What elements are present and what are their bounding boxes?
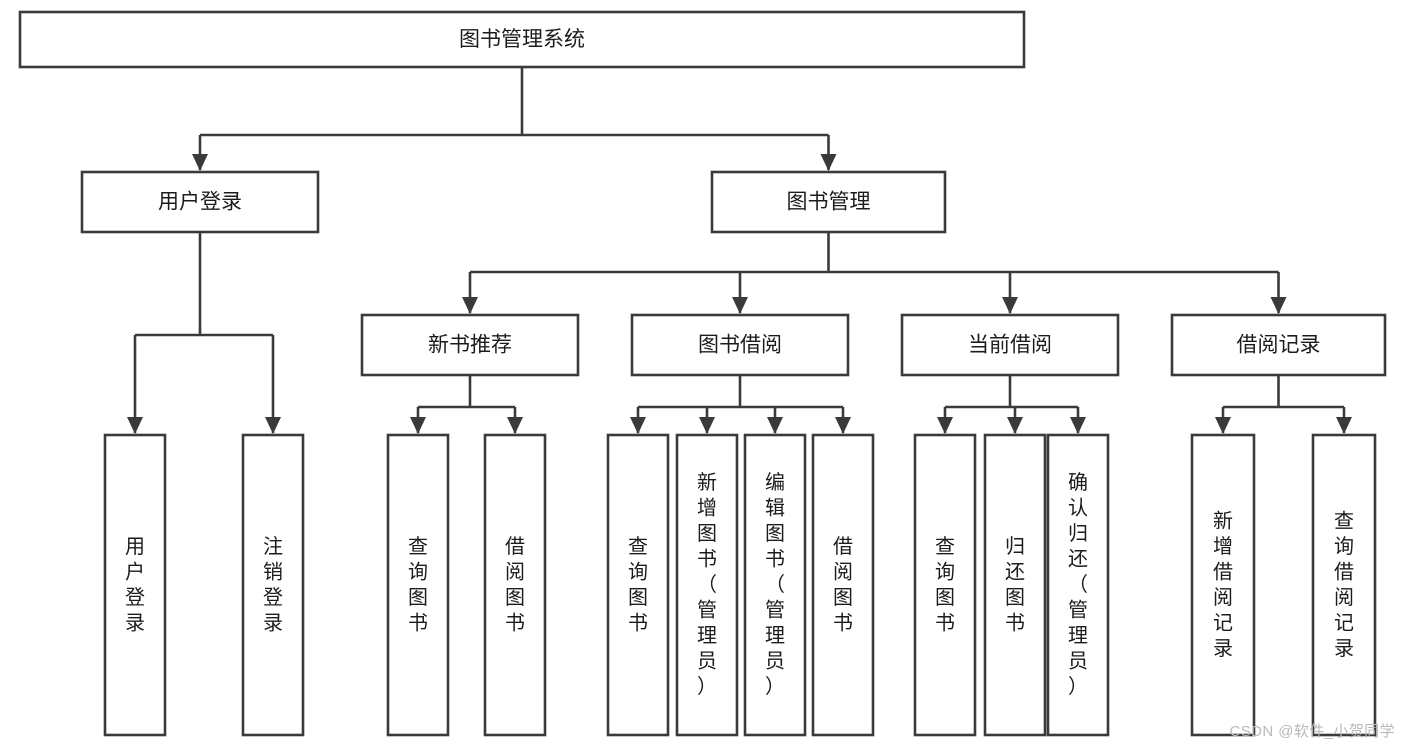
node-label: 编辑图书（管理员） (765, 471, 785, 698)
node-label: 归还图书 (1005, 535, 1025, 635)
node-label: 借阅图书 (833, 535, 853, 635)
node-box-level2-1[interactable] (710, 170, 947, 234)
node-label: 查询借阅记录 (1334, 510, 1354, 661)
node-label: 新书推荐 (428, 334, 512, 357)
node-label: 新增图书（管理员） (697, 471, 717, 698)
node-box-leaf-5[interactable] (675, 433, 739, 737)
arrow-head (1215, 417, 1231, 434)
arrow-head (410, 417, 426, 434)
node-label: 查询图书 (408, 535, 428, 635)
node-box-leaf-7[interactable] (811, 433, 875, 737)
node-box-level3-2[interactable] (900, 313, 1120, 377)
node-label: 图书管理 (787, 191, 871, 214)
node-label: 查询图书 (935, 535, 955, 635)
arrow-head (835, 417, 851, 434)
node-box-leaf-4[interactable] (606, 433, 670, 737)
arrow-head (820, 154, 837, 171)
node-box-leaf-12[interactable] (1311, 433, 1377, 737)
node-box-root[interactable] (18, 10, 1026, 69)
arrow-head (699, 417, 715, 434)
arrow-head (1336, 417, 1352, 434)
arrow-head (127, 417, 143, 434)
node-box-leaf-3[interactable] (483, 433, 547, 737)
node-label: 用户登录 (158, 191, 242, 214)
arrow-head (1007, 417, 1023, 434)
arrow-head (732, 297, 748, 314)
arrow-head (462, 297, 478, 314)
node-label: 用户登录 (125, 536, 145, 635)
node-label: 当前借阅 (968, 334, 1052, 357)
node-box-level2-0[interactable] (80, 170, 320, 234)
node-label: 图书管理系统 (459, 28, 585, 51)
node-label: 查询图书 (628, 535, 648, 635)
node-label: 借阅图书 (505, 535, 525, 635)
arrow-head (937, 417, 953, 434)
node-box-leaf-1[interactable] (241, 433, 305, 737)
node-label: 图书借阅 (698, 334, 782, 357)
node-box-leaf-2[interactable] (386, 433, 450, 737)
arrow-head (1002, 297, 1018, 314)
arrow-head (767, 417, 783, 434)
node-box-level3-1[interactable] (630, 313, 850, 377)
node-box-leaf-10[interactable] (1046, 433, 1110, 737)
arrow-head (630, 417, 646, 434)
node-box-leaf-6[interactable] (743, 433, 807, 737)
arrow-head (1070, 417, 1086, 434)
node-label: 借阅记录 (1237, 334, 1321, 357)
node-label: 确认归还（管理员） (1068, 471, 1088, 698)
node-box-leaf-9[interactable] (983, 433, 1047, 737)
arrow-head (265, 417, 281, 434)
node-box-leaf-0[interactable] (103, 433, 167, 737)
node-box-leaf-8[interactable] (913, 433, 977, 737)
node-box-level3-3[interactable] (1170, 313, 1387, 377)
arrow-head (507, 417, 523, 434)
node-label: 注销登录 (263, 535, 283, 635)
arrow-head (1270, 297, 1287, 314)
node-label: 新增借阅记录 (1213, 510, 1233, 661)
arrow-head (192, 154, 208, 171)
node-box-leaf-11[interactable] (1190, 433, 1256, 737)
node-box-level3-0[interactable] (360, 313, 580, 377)
